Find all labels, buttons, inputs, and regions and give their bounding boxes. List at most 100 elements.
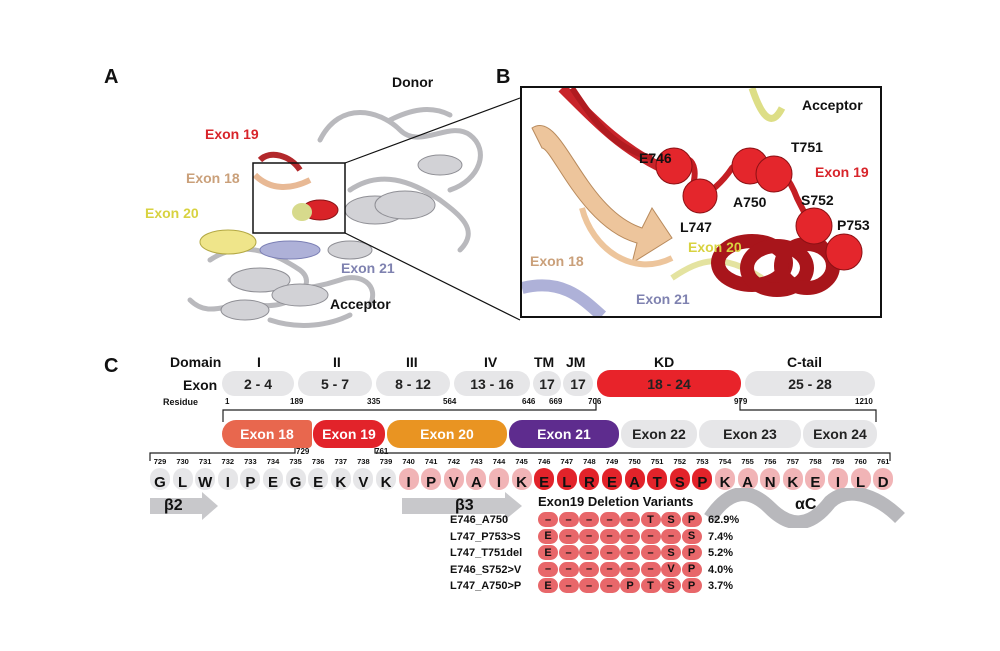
residue-l747: L747 <box>680 219 712 235</box>
residue-p753: P753 <box>837 217 870 233</box>
residue-a750: A750 <box>733 194 767 210</box>
exon-23-pill: Exon 23 <box>699 420 801 448</box>
beta2-label: β2 <box>164 497 183 514</box>
residue-number: 741 <box>424 457 438 466</box>
residue-letter: K <box>516 473 528 491</box>
acceptor-label-a: Acceptor <box>330 296 391 312</box>
variant-cell: – <box>538 512 558 527</box>
residue-letter: L <box>178 473 188 491</box>
residue-letter: K <box>380 473 392 491</box>
exon-group: 17 <box>533 371 561 396</box>
variant-cell: P <box>681 512 702 527</box>
residue-mark: 1210 <box>855 397 873 406</box>
exon-group: 8 - 12 <box>376 371 450 396</box>
variant-cell: P <box>681 545 702 560</box>
variant-percent: 62.9% <box>708 514 740 526</box>
domain-name: KD <box>654 354 675 370</box>
variant-cell: – <box>558 528 579 544</box>
alphaC-label: αC <box>795 496 817 513</box>
variant-cell: – <box>640 561 661 577</box>
exon-18-pill: Exon 18 <box>222 420 312 448</box>
residue-number: 736 <box>311 457 325 466</box>
seq-start-mark: 729 <box>296 447 310 456</box>
residue-letter: E <box>810 473 821 491</box>
residue-mark: 669 <box>549 397 563 406</box>
variant-cell: P <box>681 561 702 577</box>
exon-19-pill: Exon 19 <box>313 420 385 448</box>
variant-cell: – <box>579 561 599 577</box>
residue-letter: I <box>225 473 230 491</box>
residue-row-label: Residue <box>163 397 199 407</box>
panel-b-zoom-box <box>520 86 882 318</box>
residue-number: 760 <box>854 457 867 466</box>
residue-letter: S <box>674 473 685 491</box>
residue-number: 752 <box>673 457 687 466</box>
residue-letter: W <box>198 473 213 491</box>
residue-letter: A <box>470 473 482 491</box>
residue-letter: P <box>426 473 437 491</box>
variant-cell: – <box>640 528 661 544</box>
variant-percent: 3.7% <box>708 580 734 592</box>
residue-mark: 189 <box>290 397 304 406</box>
variant-name: E746_A750 <box>450 514 509 526</box>
residue-number: 743 <box>470 457 483 466</box>
exon-22-pill: Exon 22 <box>621 420 697 448</box>
exon-group: 17 <box>563 371 593 396</box>
residue-number: 735 <box>289 457 302 466</box>
residue-number: 751 <box>650 457 664 466</box>
residue-letter: E <box>539 473 550 491</box>
residue-letter: E <box>313 473 324 491</box>
residue-number: 747 <box>560 457 574 466</box>
exon-group-kd: 18 - 24 <box>597 370 741 397</box>
residue-number: 733 <box>244 457 257 466</box>
variant-cell: – <box>599 561 620 577</box>
variant-cell: – <box>558 545 579 560</box>
variant-cell: – <box>558 512 579 527</box>
variant-cell: E <box>538 578 558 593</box>
residue-number: 759 <box>831 457 845 466</box>
variant-name: E746_S752>V <box>450 563 522 576</box>
residue-mark: 706 <box>588 397 602 406</box>
residue-letter: G <box>154 473 166 491</box>
residue-letter: K <box>787 473 799 491</box>
residue-letter: L <box>562 473 572 491</box>
variant-cell: – <box>579 528 599 544</box>
variant-cell: – <box>558 578 579 593</box>
variant-cell: – <box>558 561 579 577</box>
variant-percent: 7.4% <box>708 530 734 543</box>
variant-cell: E <box>538 545 558 560</box>
domain-name: TM <box>534 354 555 370</box>
exon-row-label: Exon <box>183 377 218 393</box>
residue-letter: T <box>652 473 662 491</box>
variant-percent: 5.2% <box>708 547 734 559</box>
variant-cell: S <box>681 528 702 544</box>
exon-group: 5 - 7 <box>298 371 372 396</box>
residue-number: 753 <box>696 457 709 466</box>
residue-letter: K <box>335 473 347 491</box>
residue-number: 750 <box>628 457 641 466</box>
exon21-label-b: Exon 21 <box>636 291 690 307</box>
residue-letter: I <box>835 473 841 491</box>
variant-cell: – <box>661 528 681 544</box>
residue-letter: P <box>245 473 256 491</box>
residue-letter: K <box>719 473 731 491</box>
residue-mark: 1 <box>225 397 230 406</box>
residue-mark: 646 <box>522 397 536 406</box>
variant-cell: V <box>661 561 681 577</box>
residue-s752: S752 <box>801 192 834 208</box>
variant-cell: – <box>599 578 620 593</box>
residue-mark: 335 <box>367 397 381 406</box>
residue-letter: I <box>496 473 502 491</box>
